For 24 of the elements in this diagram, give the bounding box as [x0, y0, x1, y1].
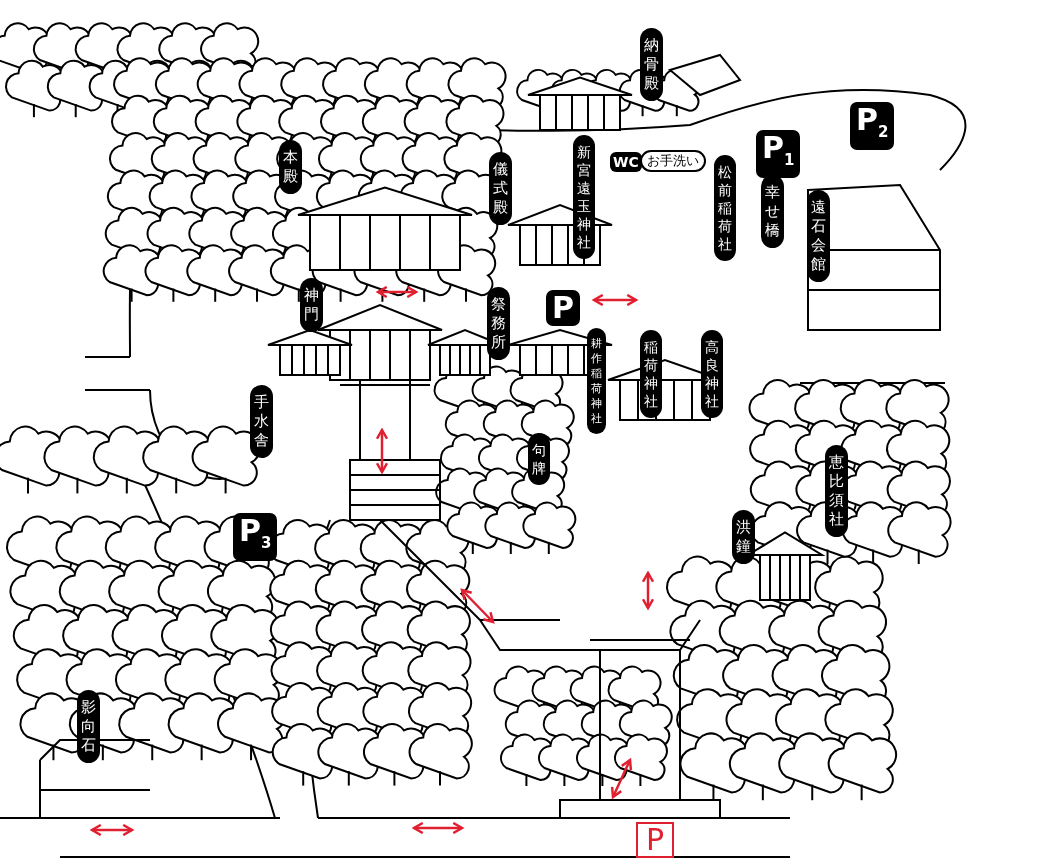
place-label: 神門 [300, 278, 323, 332]
place-label: 影向石 [77, 690, 100, 763]
parking-sign: P [546, 290, 580, 326]
parking-sign: P [636, 822, 675, 858]
place-label: 遠石会館 [807, 190, 830, 282]
parking-sign: P$_{1}$ [756, 130, 801, 178]
place-label: お手洗い [640, 150, 706, 172]
place-label: 本殿 [279, 140, 302, 194]
place-label: 耕作稲荷神社 [587, 328, 606, 434]
place-label: 高良神社 [701, 330, 723, 418]
place-label: 稲荷神社 [640, 330, 662, 418]
place-label: 句牌 [528, 433, 550, 485]
place-label: 新宮遠玉神社 [573, 135, 595, 259]
place-label: 洪鐘 [732, 510, 755, 564]
parking-sign: P$_{3}$ [233, 513, 278, 561]
place-label: 祭務所 [487, 287, 510, 360]
parking-sign: P$_{2}$ [850, 102, 895, 150]
place-label: 恵比須社 [825, 445, 848, 537]
place-label: 納骨殿 [640, 28, 663, 101]
place-label: 松前稲荷社 [714, 155, 736, 261]
place-label: 幸せ橋 [761, 175, 784, 248]
place-label: 手水舎 [250, 385, 273, 458]
toilet-sign: WC [610, 152, 642, 172]
place-label: 儀式殿 [489, 152, 512, 225]
